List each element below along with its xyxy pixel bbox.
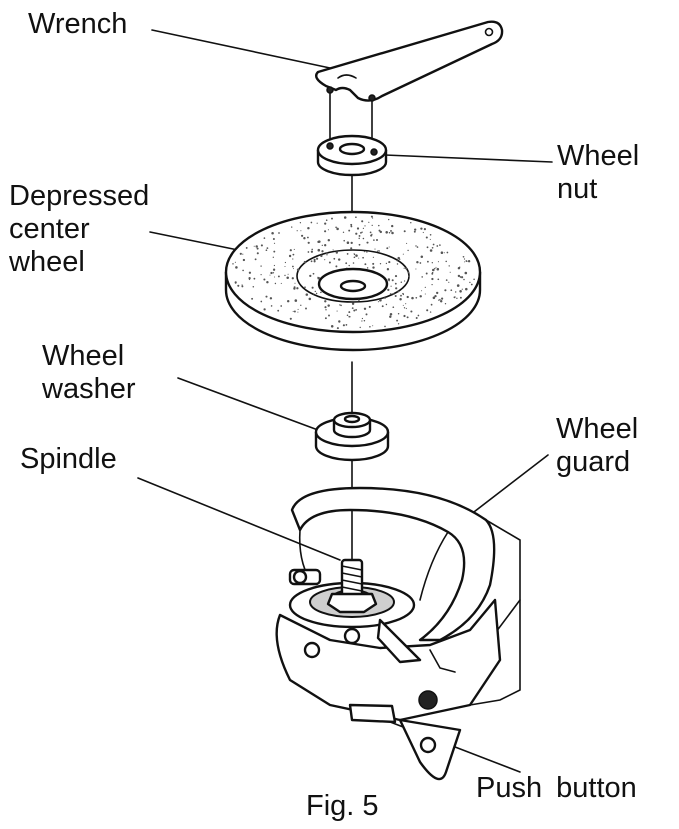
label-wheel-nut: Wheel nut bbox=[557, 140, 640, 205]
leader-wheel-guard bbox=[469, 454, 549, 516]
wrench-drawing bbox=[315, 20, 504, 151]
depressed-center-wheel-drawing bbox=[224, 210, 482, 352]
leader-spindle bbox=[137, 477, 341, 561]
spindle-drawing bbox=[326, 558, 378, 614]
leader-wrench bbox=[151, 29, 331, 69]
label-spindle: Spindle bbox=[20, 443, 117, 475]
label-wheel-guard: Wheel guard bbox=[556, 413, 639, 478]
label-wrench: Wrench bbox=[28, 8, 128, 40]
label-push-button: Push button bbox=[476, 772, 637, 804]
label-wheel-washer: Wheel washer bbox=[42, 340, 136, 405]
label-depressed-center-wheel: Depressed center wheel bbox=[9, 180, 150, 278]
leader-center-wheel bbox=[149, 231, 239, 251]
leader-wheel-nut bbox=[384, 154, 553, 163]
wheel-texture bbox=[232, 215, 475, 330]
leader-wheel-washer bbox=[177, 377, 319, 431]
wheel-washer-drawing bbox=[314, 411, 390, 462]
wheel-nut-drawing bbox=[316, 134, 388, 177]
figure-caption: Fig. 5 bbox=[306, 790, 379, 822]
